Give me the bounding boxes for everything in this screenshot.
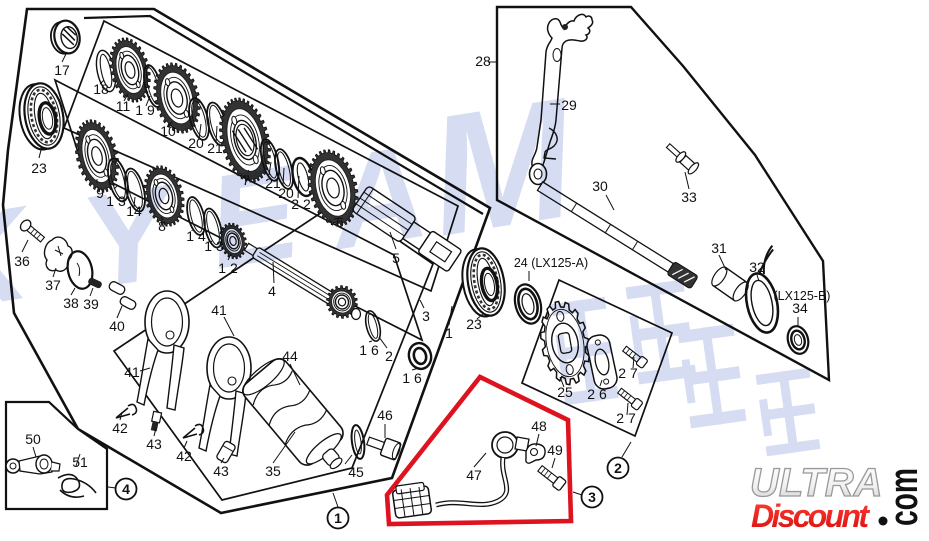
svg-text:36: 36 <box>14 253 30 269</box>
svg-text:47: 47 <box>466 467 482 483</box>
svg-text:3: 3 <box>422 308 430 324</box>
svg-text:M: M <box>416 62 589 272</box>
svg-text:5: 5 <box>392 250 400 266</box>
svg-text:34: 34 <box>792 300 808 316</box>
svg-text:28: 28 <box>475 53 491 69</box>
svg-text:49: 49 <box>547 442 563 458</box>
svg-text:29: 29 <box>561 97 577 113</box>
svg-text:43: 43 <box>213 463 229 479</box>
svg-text:1 4: 1 4 <box>186 228 206 244</box>
svg-text:1 9: 1 9 <box>135 102 155 118</box>
svg-text:38: 38 <box>63 295 79 311</box>
svg-text:46: 46 <box>377 407 393 423</box>
svg-text:35: 35 <box>265 463 281 479</box>
svg-text:45: 45 <box>348 464 364 480</box>
svg-text:1 3: 1 3 <box>204 238 224 254</box>
svg-text:2: 2 <box>385 348 393 364</box>
svg-text:20: 20 <box>188 135 204 151</box>
svg-text:2 2: 2 2 <box>291 196 311 212</box>
svg-text:8: 8 <box>158 218 166 234</box>
svg-text:ULTRA: ULTRA <box>750 461 883 505</box>
svg-text:51: 51 <box>72 454 88 470</box>
svg-text:20: 20 <box>278 185 294 201</box>
svg-text:48: 48 <box>531 418 547 434</box>
svg-text:1 6: 1 6 <box>359 342 379 358</box>
svg-text:41: 41 <box>211 302 227 318</box>
svg-text:4: 4 <box>268 283 276 299</box>
svg-text:1: 1 <box>334 510 342 526</box>
svg-text:32: 32 <box>749 259 765 275</box>
svg-text:37: 37 <box>45 277 61 293</box>
svg-text:2: 2 <box>614 460 622 476</box>
svg-text:Discount: Discount <box>751 498 870 534</box>
svg-text:31: 31 <box>711 240 727 256</box>
svg-text:14: 14 <box>126 203 142 219</box>
svg-text:43: 43 <box>146 436 162 452</box>
svg-text:50: 50 <box>25 431 41 447</box>
svg-text:1 6: 1 6 <box>402 370 422 386</box>
svg-text:1 3: 1 3 <box>106 193 126 209</box>
svg-text:3: 3 <box>588 489 596 505</box>
svg-text:42: 42 <box>176 448 192 464</box>
svg-text:21: 21 <box>207 140 223 156</box>
svg-text:23: 23 <box>466 316 482 332</box>
svg-text:23: 23 <box>31 160 47 176</box>
svg-text:10: 10 <box>160 123 176 139</box>
svg-text:6: 6 <box>336 214 344 230</box>
svg-text:com: com <box>882 468 926 526</box>
svg-text:1 2: 1 2 <box>218 260 238 276</box>
svg-text:2 7: 2 7 <box>616 410 636 426</box>
svg-text:11: 11 <box>116 98 131 114</box>
svg-text:1: 1 <box>445 325 453 341</box>
svg-text:41: 41 <box>124 364 140 380</box>
svg-text:39: 39 <box>83 296 99 312</box>
svg-text:17: 17 <box>54 62 70 78</box>
svg-text:(LX125-B): (LX125-B) <box>774 289 831 303</box>
svg-text:44: 44 <box>282 348 298 364</box>
svg-text:40: 40 <box>109 318 125 334</box>
svg-text:30: 30 <box>592 178 608 194</box>
svg-text:33: 33 <box>681 189 697 205</box>
svg-text:9: 9 <box>96 185 104 201</box>
svg-text:21: 21 <box>265 175 281 191</box>
svg-text:24 (LX125-A): 24 (LX125-A) <box>514 256 588 270</box>
svg-text:4: 4 <box>122 481 130 497</box>
svg-text:18: 18 <box>93 81 109 97</box>
svg-text:42: 42 <box>112 420 128 436</box>
svg-text:2 7: 2 7 <box>618 365 638 381</box>
svg-text:7: 7 <box>242 172 250 188</box>
